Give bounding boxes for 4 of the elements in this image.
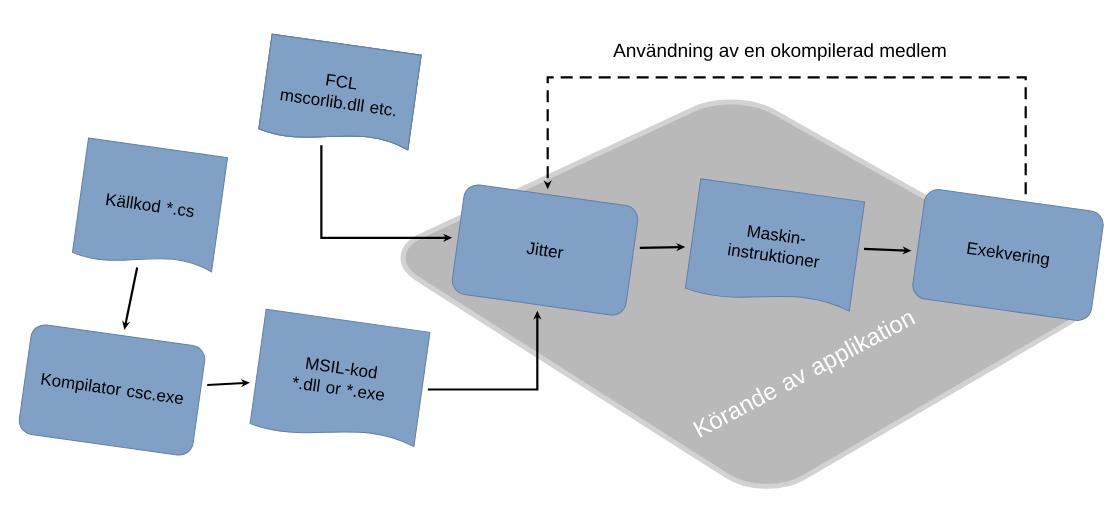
edge-label: Användning av en okompilerad medlem — [611, 41, 949, 63]
process-box: Jitter — [451, 184, 639, 316]
document-stack: FCL mscorlib.dll etc. — [258, 33, 422, 151]
process-box: Kompilator csc.exe — [18, 324, 206, 456]
